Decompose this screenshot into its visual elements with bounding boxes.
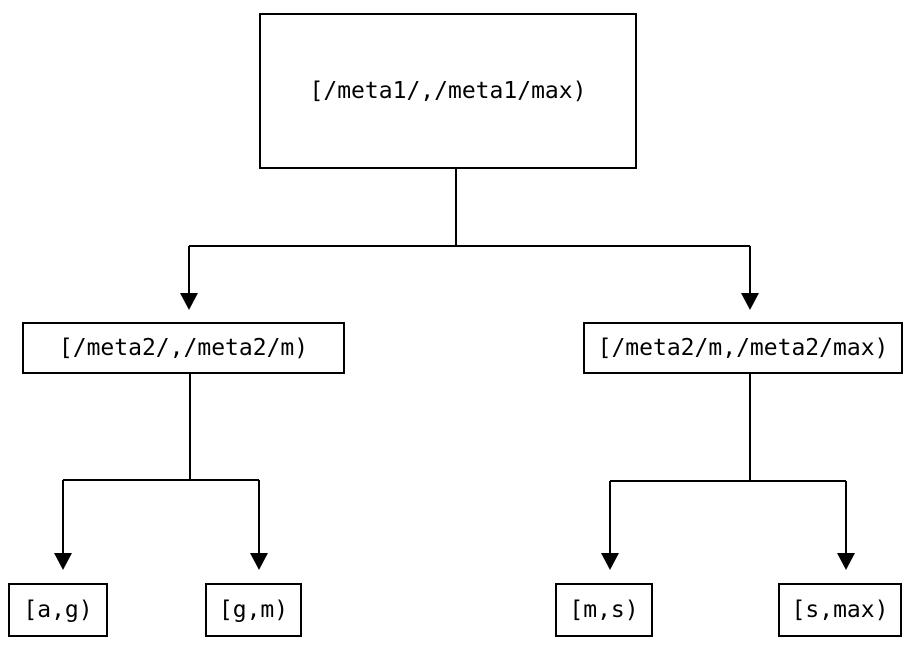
node-label: [s,max) [791,596,889,623]
arrow-down-icon [54,553,72,570]
arrow-down-icon [601,553,619,570]
node-label: [m,s) [569,596,639,623]
node-label: [g,m) [218,596,289,623]
edge-root-to-children [180,169,759,310]
arrow-down-icon [250,553,268,570]
tree-node-meta2-left: [/meta2/,/meta2/m) [22,322,345,374]
tree-node-leaf-gm: [g,m) [205,583,302,637]
arrow-down-icon [837,553,855,570]
tree-node-leaf-ms: [m,s) [555,583,653,637]
edge-meta2-left-to-children [54,374,268,570]
node-label: [/meta2/,/meta2/m) [58,334,309,361]
arrow-down-icon [741,293,759,310]
tree-node-leaf-ag: [a,g) [8,583,108,637]
tree-node-meta2-right: [/meta2/m,/meta2/max) [583,322,903,374]
tree-node-leaf-smax: [s,max) [778,583,902,637]
node-label: [/meta1/,/meta1/max) [309,77,587,104]
tree-node-root: [/meta1/,/meta1/max) [259,13,637,169]
arrow-down-icon [180,293,198,310]
node-label: [a,g) [23,596,93,623]
edge-meta2-right-to-children [601,374,855,570]
node-label: [/meta2/m,/meta2/max) [597,334,889,361]
